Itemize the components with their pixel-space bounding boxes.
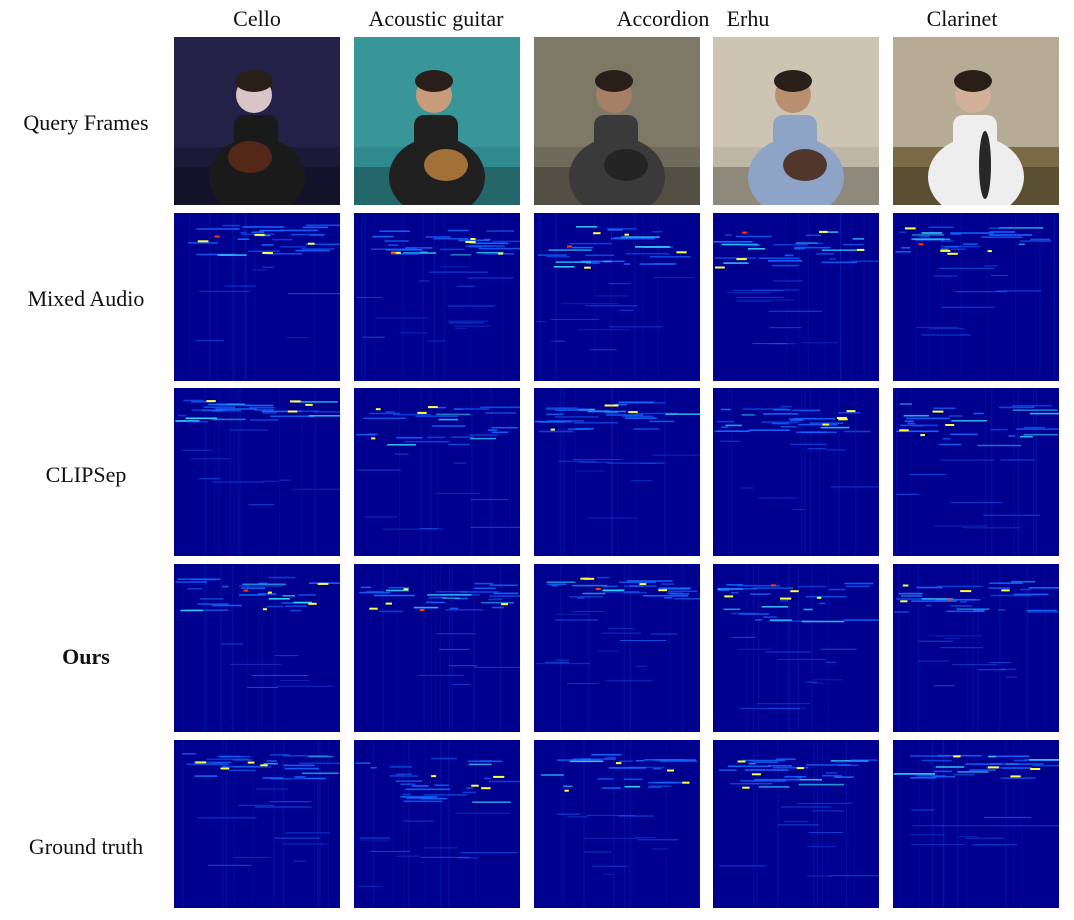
video-frame-query-frames-erhu (713, 37, 879, 205)
spectrogram-clipsep-erhu (713, 388, 879, 556)
spectrogram-ground-truth-acoustic-guitar (354, 740, 520, 908)
row-label-ours: Ours (62, 644, 110, 669)
row-label-query-frames: Query Frames (23, 110, 149, 135)
column-header-cello: Cello (233, 6, 281, 31)
spectrogram-ours-cello (174, 564, 340, 732)
spectrogram-mixed-audio-accordion (534, 213, 700, 381)
column-header-clarinet: Clarinet (926, 6, 998, 31)
column-header-erhu: Erhu (726, 6, 770, 31)
row-label-clipsep: CLIPSep (45, 462, 127, 487)
column-header-accordion: Accordion (616, 6, 710, 31)
video-frame-query-frames-clarinet (893, 37, 1059, 205)
spectrogram-ours-accordion (534, 564, 700, 732)
spectrogram-ground-truth-accordion (534, 740, 700, 908)
spectrogram-mixed-audio-erhu (713, 213, 879, 381)
row-label-mixed-audio: Mixed Audio (27, 286, 145, 311)
video-frame-query-frames-accordion (534, 37, 700, 205)
spectrogram-mixed-audio-acoustic-guitar (354, 213, 520, 381)
spectrogram-clipsep-clarinet (893, 388, 1059, 556)
spectrogram-ground-truth-cello (174, 740, 340, 908)
spectrogram-clipsep-acoustic-guitar (354, 388, 520, 556)
video-frame-query-frames-cello (174, 37, 340, 205)
video-frame-query-frames-acoustic-guitar (354, 37, 520, 205)
spectrogram-ours-erhu (713, 564, 879, 732)
spectrogram-clipsep-accordion (534, 388, 700, 556)
spectrogram-clipsep-cello (174, 388, 340, 556)
spectrogram-mixed-audio-clarinet (893, 213, 1059, 381)
spectrogram-ground-truth-clarinet (893, 740, 1059, 908)
spectrogram-ours-clarinet (893, 564, 1059, 732)
spectrogram-ground-truth-erhu (713, 740, 879, 908)
row-label-ground-truth: Ground truth (28, 834, 144, 859)
column-header-acoustic-guitar: Acoustic guitar (368, 6, 504, 31)
spectrogram-ours-acoustic-guitar (354, 564, 520, 732)
spectrogram-mixed-audio-cello (174, 213, 340, 381)
